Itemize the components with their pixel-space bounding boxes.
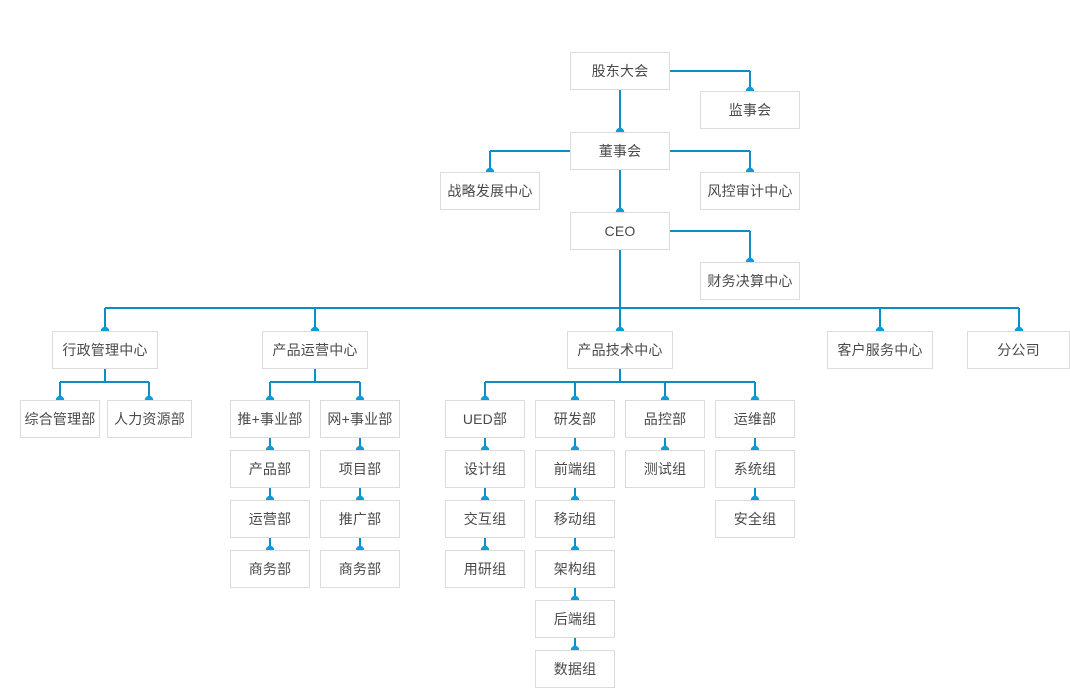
org-node-n28[interactable]: 前端组 <box>535 450 615 488</box>
org-node-label: 用研组 <box>463 561 507 577</box>
org-node-n7[interactable]: 财务决算中心 <box>700 262 800 300</box>
org-node-label: 战略发展中心 <box>447 183 533 199</box>
org-node-n8[interactable]: 行政管理中心 <box>52 331 158 369</box>
org-node-n33[interactable]: 品控部 <box>625 400 705 438</box>
org-node-n23[interactable]: UED部 <box>445 400 525 438</box>
org-node-n22[interactable]: 商务部 <box>320 550 400 588</box>
org-node-n29[interactable]: 移动组 <box>535 500 615 538</box>
org-node-n2[interactable]: 监事会 <box>700 91 800 129</box>
org-node-label: 产品技术中心 <box>577 342 663 358</box>
org-node-n9[interactable]: 产品运营中心 <box>262 331 368 369</box>
org-node-label: 交互组 <box>463 511 507 527</box>
org-node-label: 股东大会 <box>591 63 649 79</box>
org-node-label: 后端组 <box>553 611 597 627</box>
org-node-n16[interactable]: 产品部 <box>230 450 310 488</box>
org-node-label: 数据组 <box>553 661 597 677</box>
org-node-n32[interactable]: 数据组 <box>535 650 615 688</box>
org-node-n17[interactable]: 运营部 <box>230 500 310 538</box>
org-node-label: 分公司 <box>997 342 1040 358</box>
org-node-label: 行政管理中心 <box>62 342 148 358</box>
org-node-label: 移动组 <box>553 511 597 527</box>
org-node-label: 综合管理部 <box>24 411 96 427</box>
org-node-n11[interactable]: 客户服务中心 <box>827 331 933 369</box>
org-node-label: 前端组 <box>553 461 597 477</box>
org-node-n5[interactable]: 风控审计中心 <box>700 172 800 210</box>
org-node-label: 项目部 <box>338 461 382 477</box>
org-node-label: 商务部 <box>338 561 382 577</box>
org-node-label: 网+事业部 <box>327 411 393 427</box>
org-node-label: 财务决算中心 <box>707 273 793 289</box>
org-node-label: 产品运营中心 <box>272 342 358 358</box>
org-node-n35[interactable]: 运维部 <box>715 400 795 438</box>
org-node-n3[interactable]: 董事会 <box>570 132 670 170</box>
org-node-label: 品控部 <box>643 411 687 427</box>
org-node-n21[interactable]: 推广部 <box>320 500 400 538</box>
org-node-n15[interactable]: 推+事业部 <box>230 400 310 438</box>
org-node-label: 客户服务中心 <box>837 342 923 358</box>
org-node-label: 董事会 <box>598 143 642 159</box>
org-node-label: 安全组 <box>733 511 777 527</box>
org-node-label: 架构组 <box>553 561 597 577</box>
org-node-n25[interactable]: 交互组 <box>445 500 525 538</box>
org-node-label: 推+事业部 <box>237 411 303 427</box>
org-node-n37[interactable]: 安全组 <box>715 500 795 538</box>
org-node-label: 运维部 <box>733 411 777 427</box>
org-node-label: 人力资源部 <box>114 411 185 427</box>
org-node-n14[interactable]: 人力资源部 <box>107 400 192 438</box>
org-node-n30[interactable]: 架构组 <box>535 550 615 588</box>
org-node-n24[interactable]: 设计组 <box>445 450 525 488</box>
org-node-n19[interactable]: 网+事业部 <box>320 400 400 438</box>
org-node-n10[interactable]: 产品技术中心 <box>567 331 673 369</box>
org-node-n1[interactable]: 股东大会 <box>570 52 670 90</box>
org-node-label: 推广部 <box>338 511 382 527</box>
org-node-n34[interactable]: 测试组 <box>625 450 705 488</box>
org-node-label: 商务部 <box>248 561 292 577</box>
org-node-label: 测试组 <box>643 461 687 477</box>
org-node-label: UED部 <box>462 411 508 427</box>
org-node-label: CEO <box>604 223 636 239</box>
org-node-label: 产品部 <box>248 461 292 477</box>
org-node-n6[interactable]: CEO <box>570 212 670 250</box>
org-node-n26[interactable]: 用研组 <box>445 550 525 588</box>
org-node-n12[interactable]: 分公司 <box>967 331 1070 369</box>
org-node-label: 研发部 <box>553 411 597 427</box>
org-node-n4[interactable]: 战略发展中心 <box>440 172 540 210</box>
org-node-n18[interactable]: 商务部 <box>230 550 310 588</box>
org-node-label: 设计组 <box>463 461 507 477</box>
org-node-label: 运营部 <box>248 511 292 527</box>
org-node-n20[interactable]: 项目部 <box>320 450 400 488</box>
org-node-label: 系统组 <box>733 461 777 477</box>
org-node-label: 监事会 <box>728 102 772 118</box>
org-node-n31[interactable]: 后端组 <box>535 600 615 638</box>
org-node-n27[interactable]: 研发部 <box>535 400 615 438</box>
org-node-n13[interactable]: 综合管理部 <box>20 400 100 438</box>
org-node-n36[interactable]: 系统组 <box>715 450 795 488</box>
org-node-label: 风控审计中心 <box>707 183 793 199</box>
